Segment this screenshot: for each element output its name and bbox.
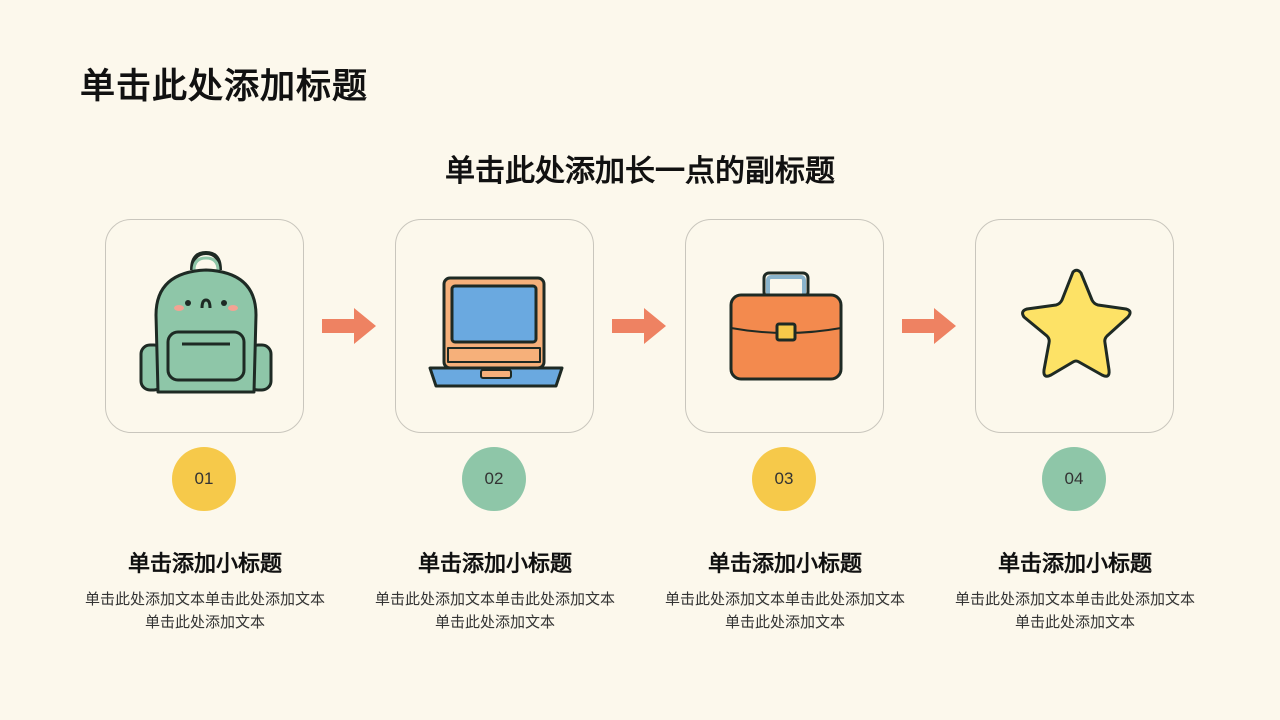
slide-subtitle[interactable]: 单击此处添加长一点的副标题 — [445, 154, 835, 189]
arrow-right-icon — [902, 308, 956, 344]
arrow-right-icon — [322, 308, 376, 344]
step-card-2 — [395, 219, 594, 433]
laptop-icon — [428, 276, 564, 388]
step-title[interactable]: 单击添加小标题 — [127, 552, 282, 577]
step-description[interactable]: 单击此处添加文本单击此处添加文本单击此处添加文本 — [84, 590, 325, 631]
step-card-4 — [975, 219, 1174, 433]
star-icon — [1021, 268, 1132, 378]
briefcase-icon — [729, 271, 843, 381]
step-card-3 — [685, 219, 884, 433]
step-description[interactable]: 单击此处添加文本单击此处添加文本单击此处添加文本 — [664, 590, 905, 631]
step-number-badge: 02 — [462, 447, 526, 511]
step-title[interactable]: 单击添加小标题 — [707, 552, 862, 577]
step-description[interactable]: 单击此处添加文本单击此处添加文本单击此处添加文本 — [954, 590, 1195, 631]
step-number-badge: 03 — [752, 447, 816, 511]
step-number-badge: 04 — [1042, 447, 1106, 511]
step-number-badge: 01 — [172, 447, 236, 511]
slide-title[interactable]: 单击此处添加标题 — [80, 67, 369, 107]
step-title[interactable]: 单击添加小标题 — [417, 552, 572, 577]
arrow-right-icon — [612, 308, 666, 344]
backpack-icon — [139, 251, 273, 394]
step-description[interactable]: 单击此处添加文本单击此处添加文本单击此处添加文本 — [374, 590, 615, 631]
step-title[interactable]: 单击添加小标题 — [997, 552, 1152, 577]
step-card-1 — [105, 219, 304, 433]
